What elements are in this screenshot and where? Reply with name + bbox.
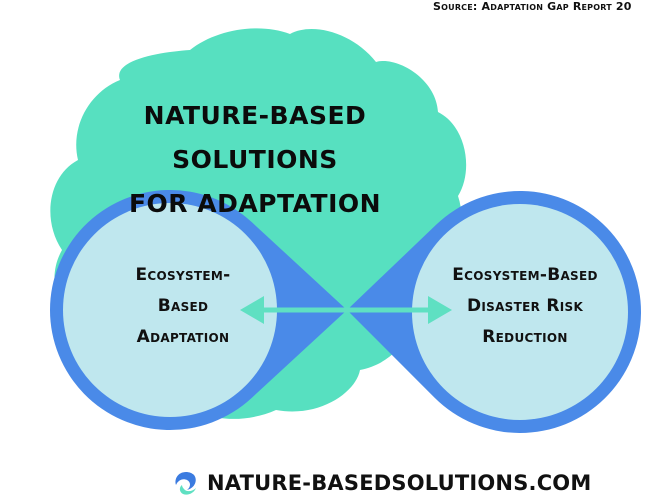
double-headed-arrow-icon [240,296,452,324]
right-label-line-3: Reduction [482,327,568,347]
source-note: Source: Adaptation Gap Report 20 [433,0,632,13]
arrow-head-right [428,296,452,324]
footer-brand[interactable]: NATURE-BASEDSOLUTIONS.COM [173,467,591,499]
left-circle-label: Ecosystem- Based Adaptation [88,260,278,353]
left-label-line-3: Adaptation [136,327,230,347]
arrow-head-left [240,296,264,324]
swirl-logo-icon [175,472,196,495]
left-inner-circle [63,203,277,417]
left-label-line-1: Ecosystem- [135,265,231,285]
title-line-1: NATURE-BASED SOLUTIONS [143,101,367,174]
left-label-line-2: Based [157,296,209,316]
diagram-title: NATURE-BASED SOLUTIONS FOR ADAPTATION [60,94,450,226]
right-inner-circle [412,204,628,420]
title-line-2: FOR ADAPTATION [128,189,382,218]
right-circle-label: Ecosystem-Based Disaster Risk Reduction [420,260,630,353]
right-label-line-2: Disaster Risk [466,296,584,316]
right-label-line-1: Ecosystem-Based [452,265,598,285]
footer-website-link[interactable]: NATURE-BASEDSOLUTIONS.COM [207,471,592,495]
